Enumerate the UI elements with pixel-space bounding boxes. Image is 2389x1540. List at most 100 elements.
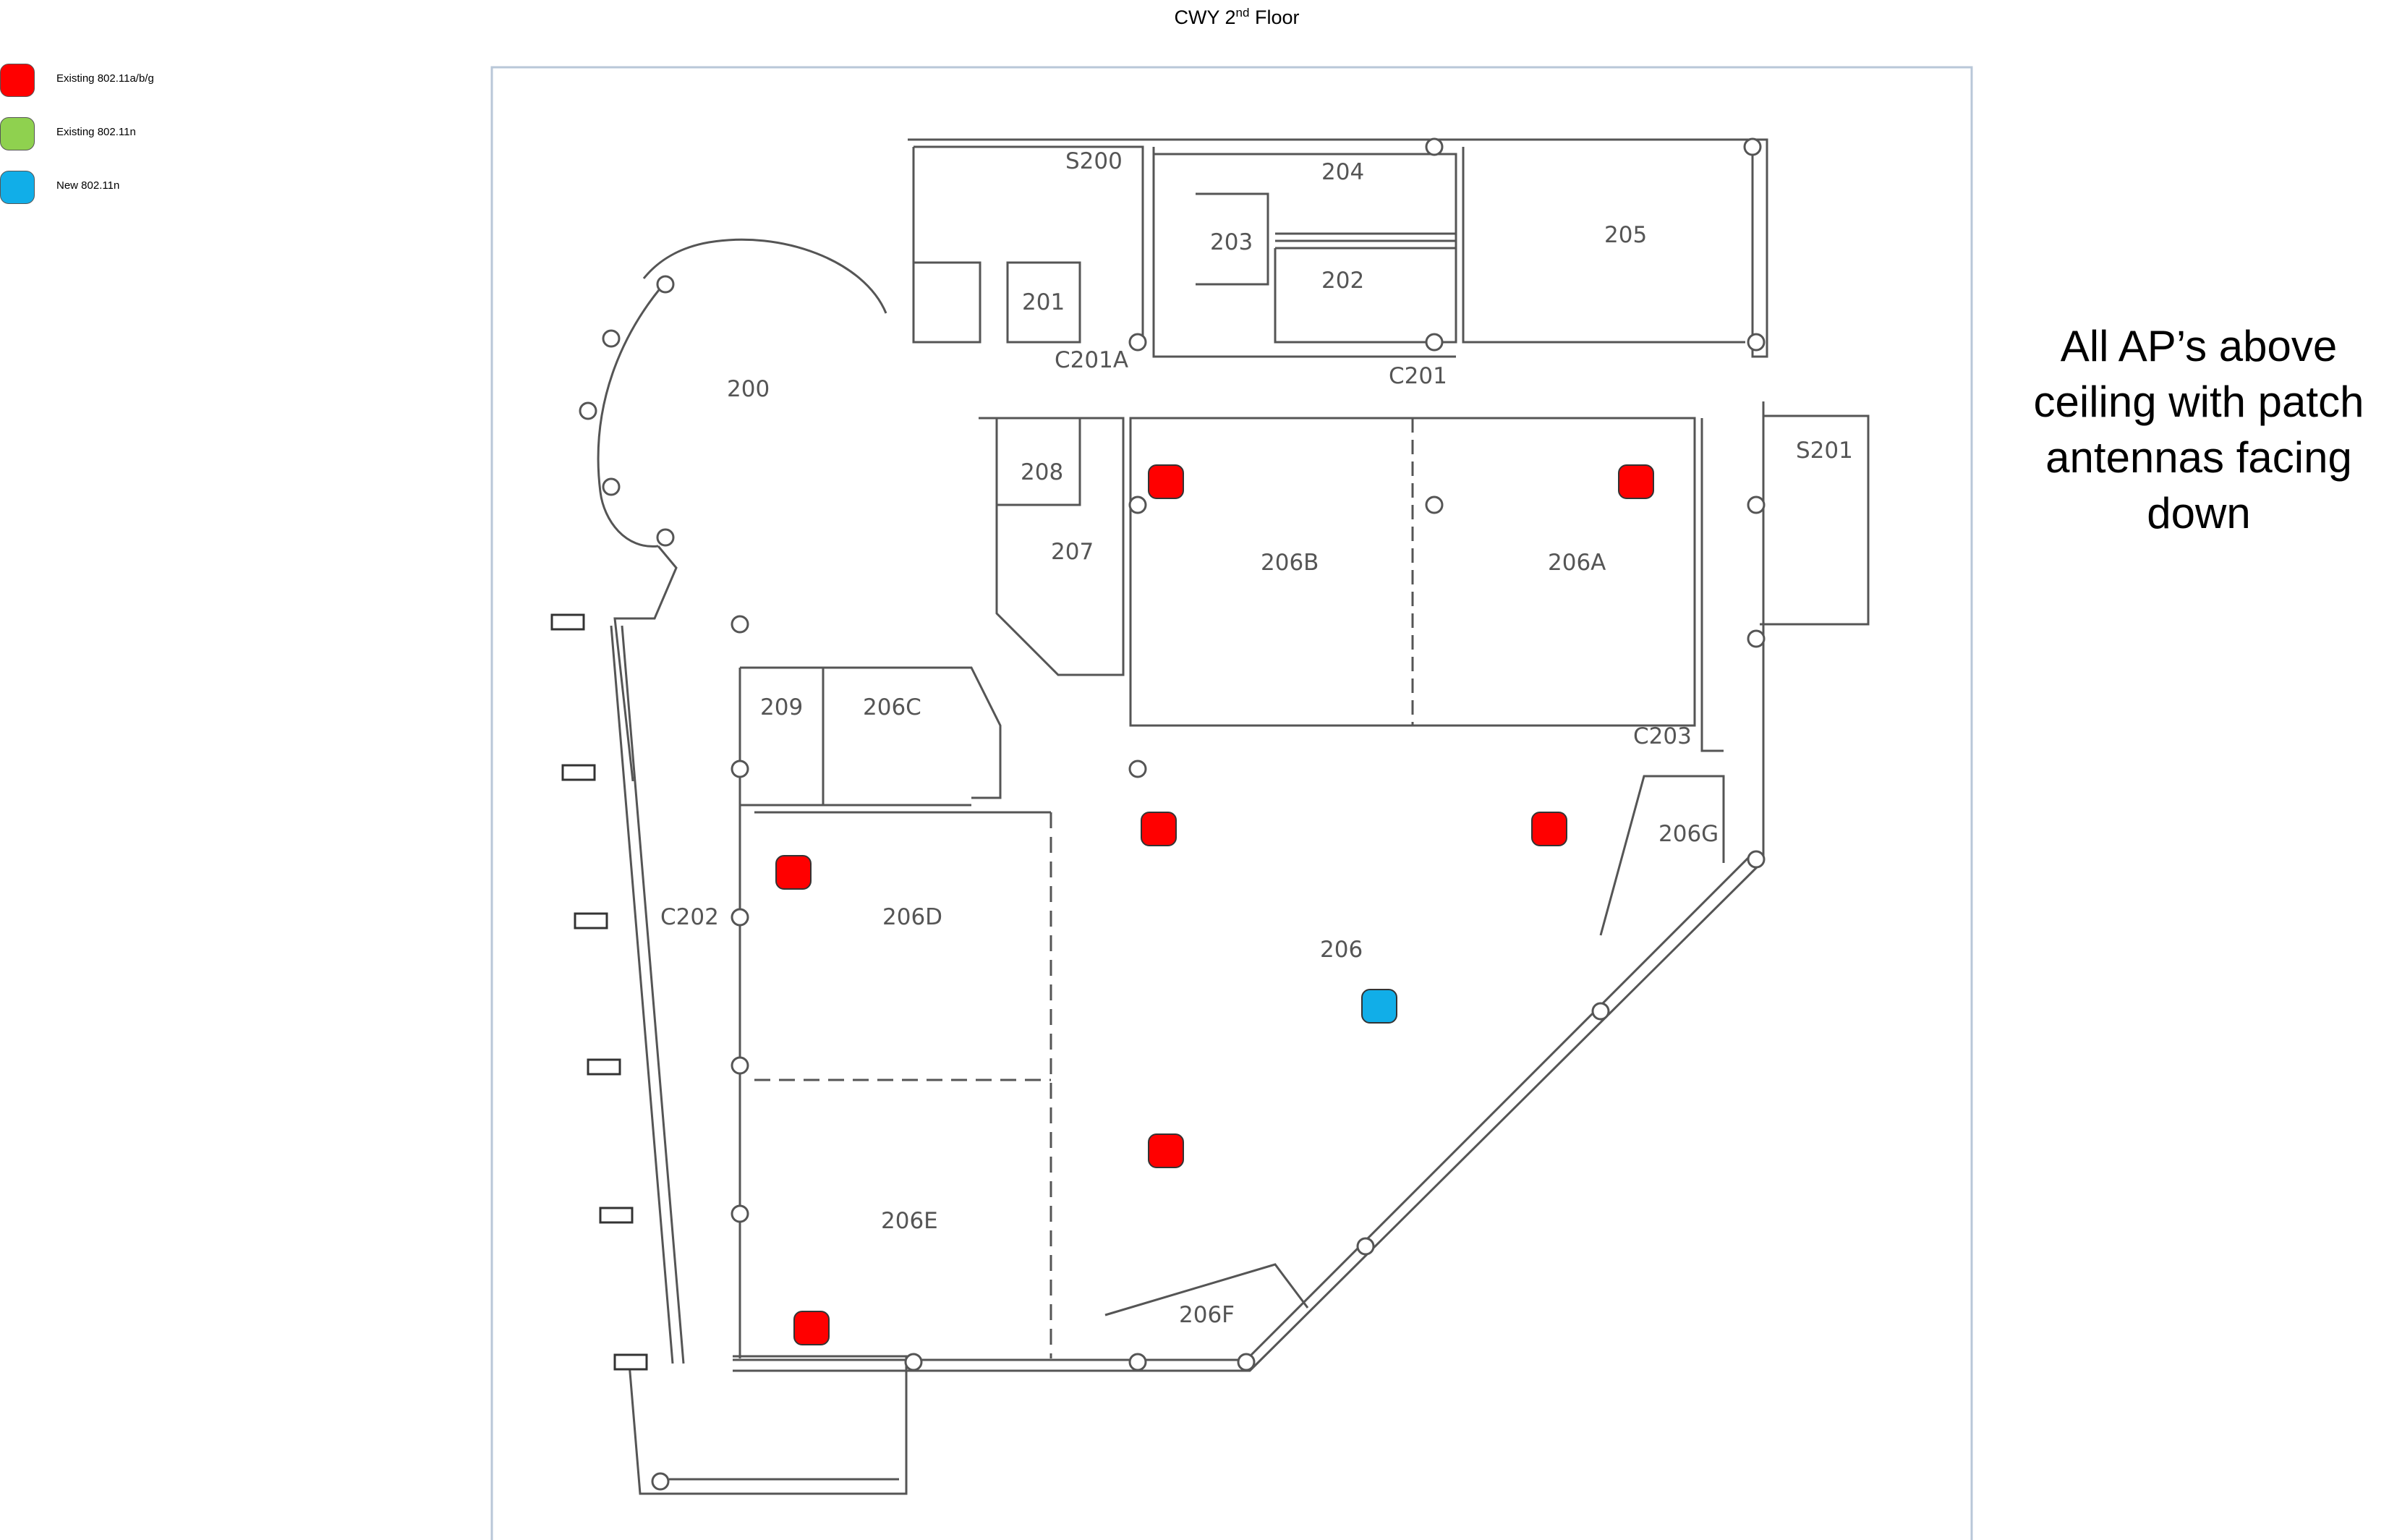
legend-swatch-new-n <box>0 171 35 204</box>
column <box>1128 760 1147 778</box>
column <box>1356 1237 1375 1256</box>
room-206AB-wall <box>1129 417 1696 727</box>
room-label-206: 206 <box>1320 937 1363 963</box>
access-points <box>775 464 1654 1345</box>
north-outer-wall <box>908 138 1768 358</box>
room-labels: 200 201 202 203 204 205 206 206A 206B 20… <box>660 148 1853 1328</box>
southwest-stair-wall <box>628 1355 908 1495</box>
room-label-C202: C202 <box>660 904 719 930</box>
column <box>731 760 749 778</box>
room-label-C201: C201 <box>1389 363 1447 389</box>
exterior-fixtures <box>550 613 648 1371</box>
column <box>1237 1353 1256 1371</box>
corridor-north-wall <box>1152 147 1456 358</box>
plan-frame <box>490 66 1973 1540</box>
column <box>1747 629 1766 648</box>
installation-note: All AP’s above ceiling with patch antenn… <box>2011 318 2387 541</box>
room-label-207: 207 <box>1051 539 1094 565</box>
ap-marker-206-north <box>1141 812 1177 846</box>
room-206F-wall <box>1104 1263 1309 1316</box>
room-202-wall <box>1274 247 1457 344</box>
lobby-curve-outer <box>597 281 667 548</box>
column <box>1425 137 1444 156</box>
room-label-S200: S200 <box>1065 148 1123 174</box>
legend-item-new-n: New 802.11n <box>0 171 231 208</box>
column <box>1747 495 1766 514</box>
legend-swatch-existing-abg <box>0 64 35 97</box>
note-line: All AP’s above <box>2060 322 2338 370</box>
column <box>731 1056 749 1075</box>
fixture <box>587 1058 621 1076</box>
legend-swatch-existing-n <box>0 117 35 150</box>
room-label-206C: 206C <box>863 694 921 720</box>
room-206G-wall <box>1599 775 1725 936</box>
column <box>904 1353 923 1371</box>
ap-marker-206D <box>775 855 812 890</box>
corridor-c203-wall <box>1700 418 1724 752</box>
column <box>1747 333 1766 352</box>
room-label-201: 201 <box>1022 289 1065 315</box>
ap-marker-206-east <box>1531 812 1567 846</box>
room-s201-wall <box>1760 414 1870 626</box>
room-209-206C-wall <box>738 666 1002 807</box>
wall-204-202 <box>1275 232 1456 242</box>
room-208-wall <box>997 418 1081 506</box>
walls <box>597 138 1870 1495</box>
room-label-208: 208 <box>1021 459 1063 485</box>
legend-label-existing-n: Existing 802.11n <box>56 126 136 138</box>
column <box>1743 137 1762 156</box>
title-superscript: nd <box>1235 6 1250 20</box>
room-label-200: 200 <box>727 376 770 402</box>
room-label-206A: 206A <box>1548 550 1606 576</box>
page-title: CWY 2nd Floor <box>1085 6 1389 29</box>
room-label-C203: C203 <box>1633 723 1692 749</box>
room-label-206B: 206B <box>1261 550 1319 576</box>
room-204-wall <box>1154 153 1457 248</box>
room-label-202: 202 <box>1321 268 1364 294</box>
room-label-209: 209 <box>760 694 803 720</box>
column <box>1128 1353 1147 1371</box>
legend-label-existing-abg: Existing 802.11a/b/g <box>56 72 154 85</box>
ap-marker-206E <box>793 1311 830 1345</box>
room-label-206E: 206E <box>881 1208 938 1234</box>
column <box>579 401 597 420</box>
s200-west-wall <box>912 147 940 344</box>
column <box>1425 333 1444 352</box>
room-label-C201A: C201A <box>1055 347 1128 373</box>
ap-marker-206B <box>1148 464 1184 499</box>
room-label-206F: 206F <box>1179 1302 1235 1328</box>
legend-item-existing-n: Existing 802.11n <box>0 117 231 155</box>
lobby-south-wall <box>613 545 678 782</box>
room-label-206G: 206G <box>1658 821 1719 847</box>
room-207-wall <box>979 417 1125 676</box>
note-line: ceiling with patch <box>2033 378 2364 426</box>
column <box>656 275 675 294</box>
room-205-wall <box>1462 147 1745 344</box>
ap-marker-206-new <box>1361 989 1397 1024</box>
fixture <box>574 912 608 929</box>
room-label-204: 204 <box>1321 159 1364 185</box>
legend-item-existing-abg: Existing 802.11a/b/g <box>0 64 231 101</box>
column <box>656 528 675 547</box>
fixture <box>599 1207 634 1224</box>
column <box>1425 495 1444 514</box>
room-label-203: 203 <box>1210 229 1253 255</box>
column <box>602 329 621 348</box>
legend-label-new-n: New 802.11n <box>56 179 120 192</box>
fixture <box>561 764 596 781</box>
column <box>651 1472 670 1491</box>
main-south-diagonal-wall <box>733 401 1765 1372</box>
room-label-206D: 206D <box>882 904 942 930</box>
ap-marker-206-south <box>1148 1133 1184 1168</box>
column <box>1591 1002 1610 1021</box>
room-label-S201: S201 <box>1796 438 1853 464</box>
west-glazing <box>610 625 685 1364</box>
column <box>1747 850 1766 869</box>
note-line: antennas facing <box>2045 433 2352 482</box>
title-suffix: Floor <box>1249 7 1300 28</box>
column <box>1128 495 1147 514</box>
room-203-wall <box>1196 192 1269 286</box>
room-206DE-west-wall <box>738 805 1051 1358</box>
fixture <box>550 613 585 631</box>
